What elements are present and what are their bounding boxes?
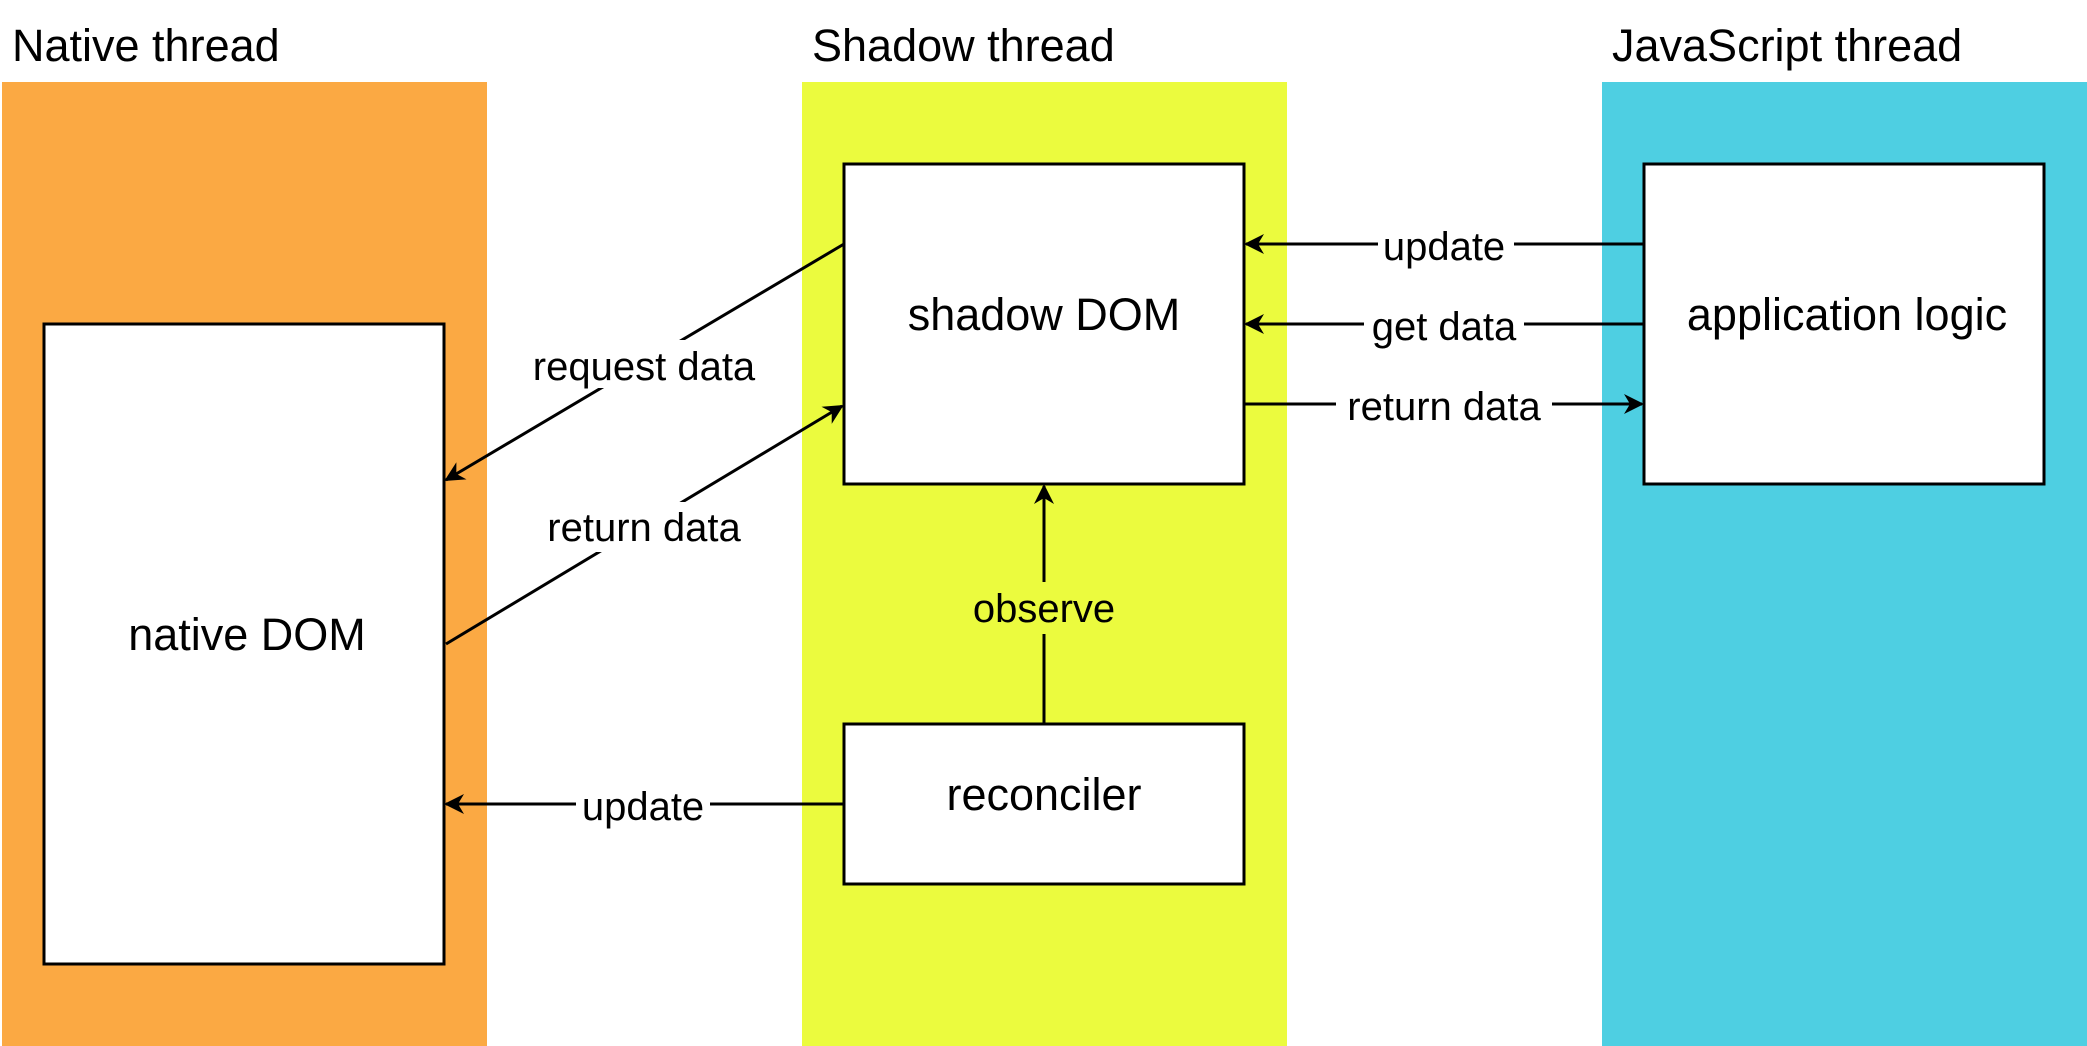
update-native-label: update — [582, 785, 704, 829]
get-data-label-bg — [1364, 302, 1524, 348]
observe-label-bg — [962, 582, 1126, 634]
application-logic-box — [1642, 162, 2046, 486]
observe-label: observe — [973, 587, 1115, 631]
shadow-dom-label: shadow DOM — [908, 289, 1181, 340]
update-native-label-bg — [576, 783, 710, 829]
update-shadow-label-bg — [1378, 222, 1514, 268]
update-shadow-label: update — [1383, 225, 1505, 269]
application-logic-label: application logic — [1687, 289, 2007, 340]
request-data-label-bg — [522, 340, 766, 388]
javascript-thread-title: JavaScript thread — [1612, 20, 1962, 71]
reconciler-label: reconciler — [946, 769, 1141, 820]
reconciler-box — [842, 722, 1246, 886]
native-dom-label: native DOM — [128, 609, 366, 660]
native-thread-title: Native thread — [12, 20, 280, 71]
request-data-label: request data — [533, 345, 756, 389]
return-data-to-shadow-label: return data — [547, 506, 741, 550]
get-data-label: get data — [1372, 305, 1517, 349]
return-data-to-shadow-label-bg — [536, 502, 752, 552]
return-data-to-app-label: return data — [1347, 385, 1541, 429]
return-data-to-app-label-bg — [1336, 382, 1552, 428]
shadow-thread-title: Shadow thread — [812, 20, 1115, 71]
native-dom-box — [42, 322, 446, 966]
